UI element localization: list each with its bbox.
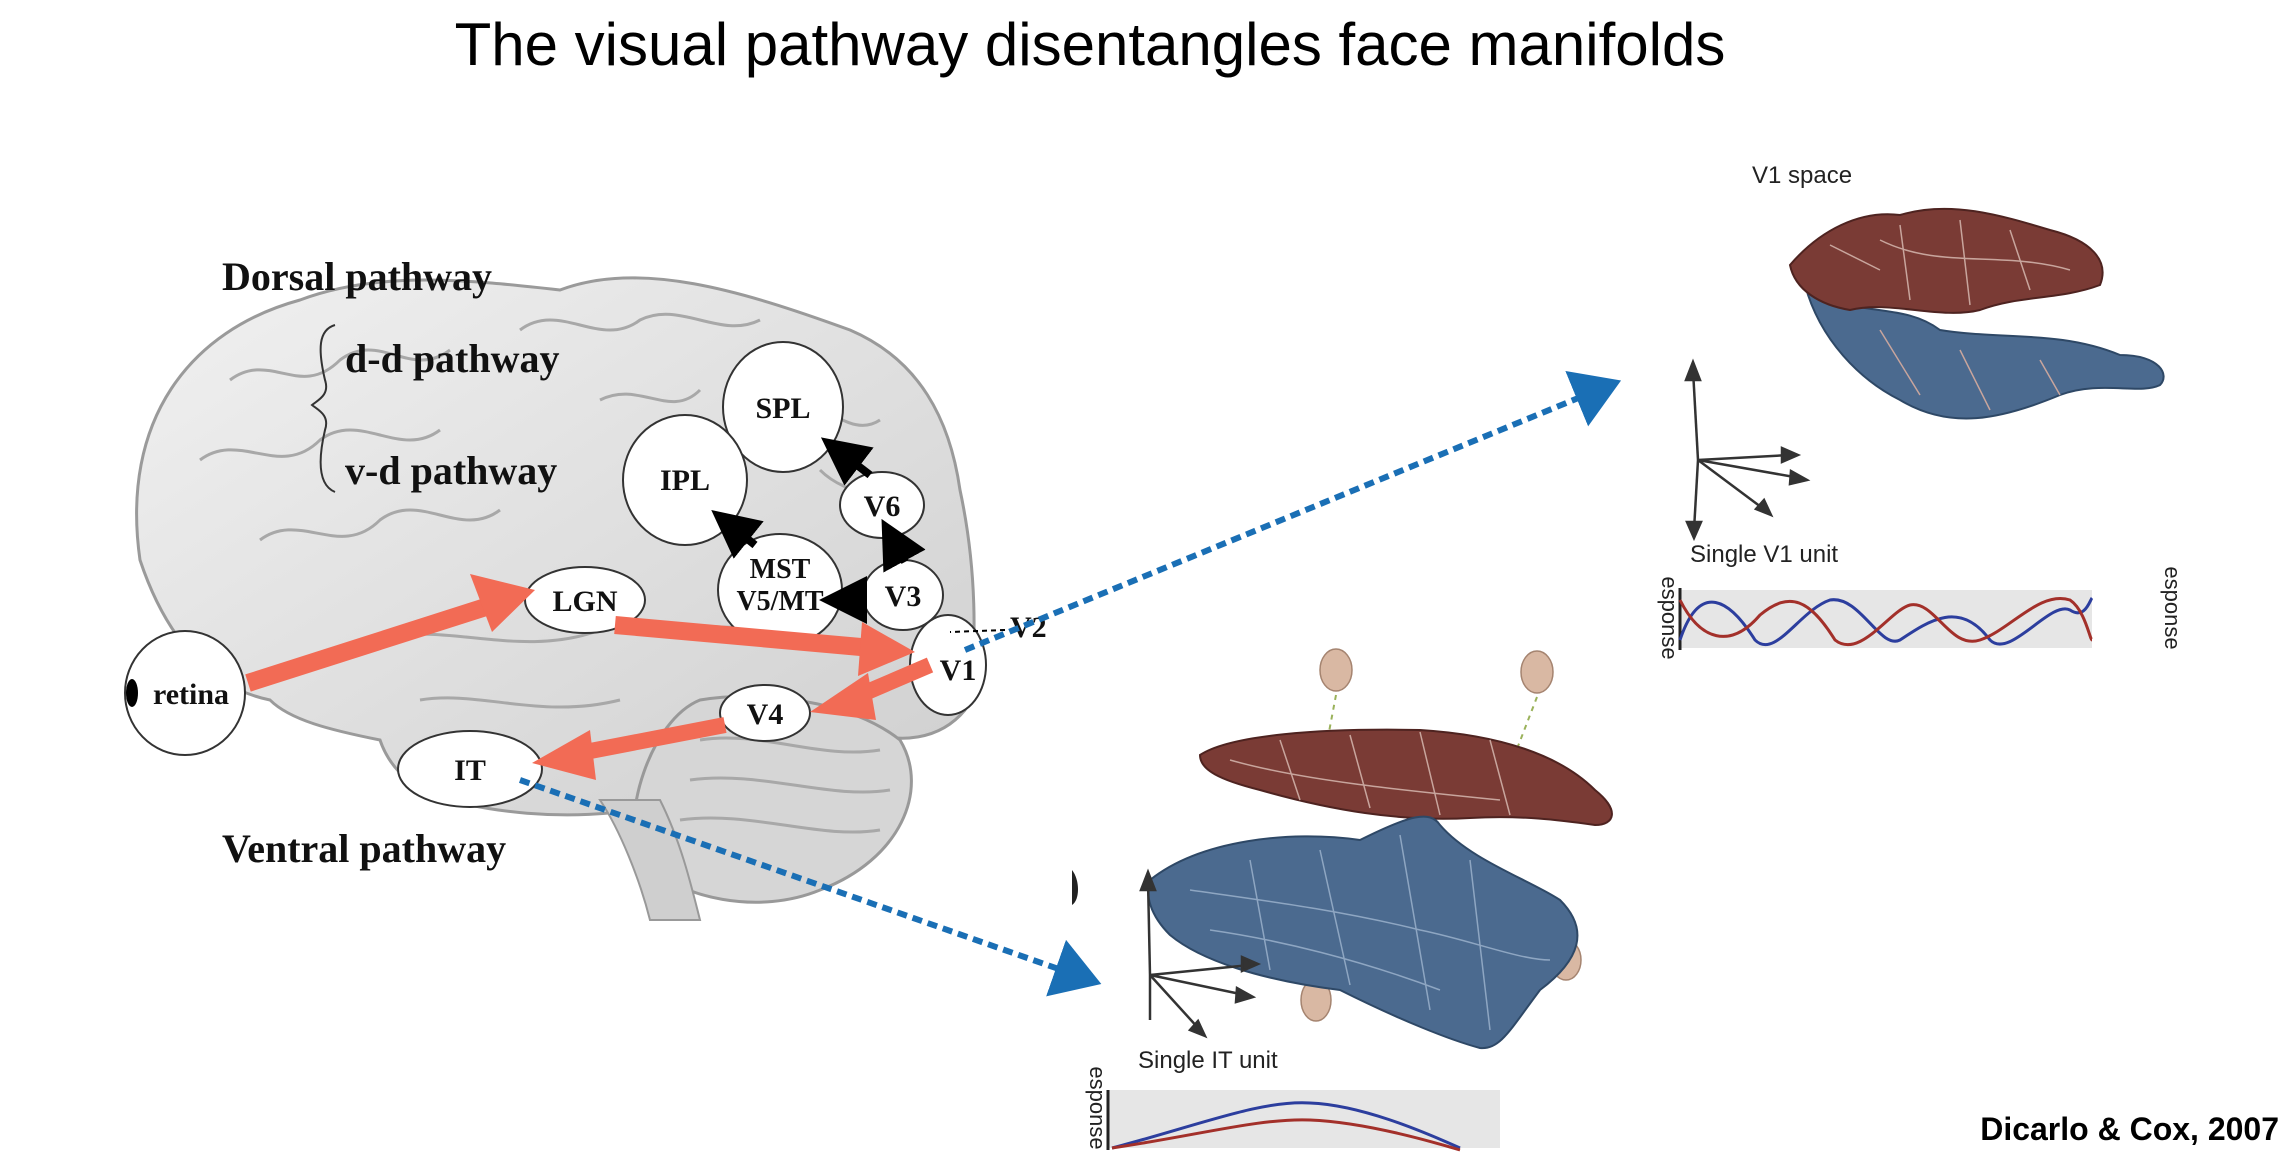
v1-space-label: V1 space [1752,162,1852,189]
svg-text:retina: retina [153,678,229,711]
svg-text:V4: V4 [747,698,784,731]
it-response-plot [1106,1090,1500,1152]
citation: Dicarlo & Cox, 2007 [1980,1111,2279,1147]
it-unit-label: Single IT unit [1138,1047,1278,1074]
svg-text:V5/MT: V5/MT [736,586,823,617]
it-response-label: esponse [1085,1066,1110,1149]
v1-link-arrow [963,370,1622,653]
svg-text:SPL: SPL [755,392,810,425]
pathway-brace [310,324,336,493]
v1-response-label: esponse [1657,576,1682,659]
svg-text:V6: V6 [864,490,901,523]
area-lgn: LGN [524,566,646,634]
vd-pathway-label: v-d pathway [345,448,557,493]
v1-axes [1684,358,1811,542]
area-ipl: IPL [622,414,748,546]
area-v6: V6 [839,471,925,539]
svg-text:LGN: LGN [552,585,617,618]
v1-response-label-right: esponse [2160,566,2185,649]
ventral-arrows [245,574,934,780]
area-v3: V3 [862,559,944,631]
it-link-arrow [519,777,1102,997]
svg-text:MST: MST [750,554,811,585]
v1-panel: V1 space Single V1 unit [1657,162,2185,660]
v1-manifold [1788,207,2165,420]
area-retina: retina [124,630,246,756]
svg-text:V1: V1 [940,654,977,687]
v1-response-plot [1678,588,2094,650]
area-spl: SPL [722,341,844,473]
dd-pathway-label: d-d pathway [345,336,560,381]
ventral-pathway-label: Ventral pathway [222,826,506,871]
page-title: The visual pathway disentangles face man… [454,11,1726,78]
brain-areas: SPL IPL V6 MST V5/MT V3 LGN V1 V4 [124,341,1047,808]
svg-text:V3: V3 [885,580,922,613]
svg-text:IPL: IPL [660,464,710,497]
it-panel: Single IT unit esponse [1072,648,1613,1152]
it-axes [1139,868,1262,1039]
area-v4: V4 [719,684,811,742]
area-it: IT [397,730,543,808]
v1-unit-label: Single V1 unit [1690,541,1838,568]
svg-text:IT: IT [454,754,486,787]
dorsal-pathway-label: Dorsal pathway [222,254,492,299]
area-mst: MST V5/MT [717,533,843,647]
dorsal-arrows [711,437,926,624]
it-manifold [1147,728,1613,1050]
